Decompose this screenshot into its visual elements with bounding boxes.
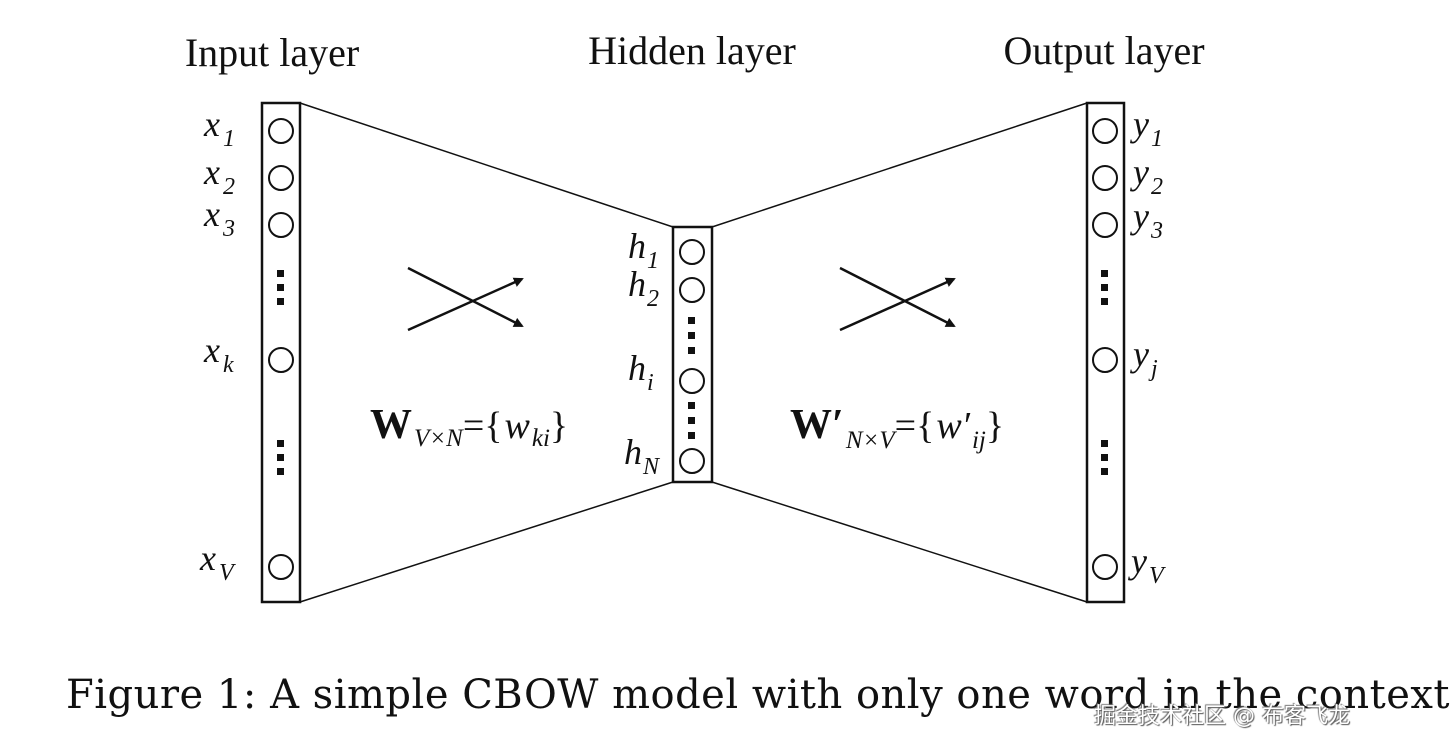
ellipsis-dot [1101,284,1108,291]
hidden-node [679,239,705,265]
hidden-ellipsis [688,317,695,439]
output-label: y2 [1130,152,1163,200]
input-layer-title: Input layer [185,30,359,75]
ellipsis-dot [1101,270,1108,277]
connector-line [711,102,1088,228]
output-label: yj [1130,334,1158,382]
output-node [1092,212,1118,238]
output-label: y3 [1130,196,1163,244]
output-weight-matrix-label: W′N×V={w′ij} [790,402,1004,454]
input-node [268,347,294,373]
arrow-icon [839,277,956,332]
connector-line [299,481,674,603]
ellipsis-dot [688,317,695,324]
ellipsis-dot [1101,454,1108,461]
ellipsis-dot [688,332,695,339]
output-layer-title: Output layer [1003,28,1204,73]
output-node [1092,347,1118,373]
ellipsis-dot [688,432,695,439]
output-node [1092,554,1118,580]
hidden-label: hi [628,348,654,396]
output-label: yV [1128,541,1166,589]
output-nodes [1092,118,1118,580]
output-ellipsis [1101,270,1108,475]
fully-connected-arrows-left [407,266,524,332]
hidden-node [679,368,705,394]
figure-caption: Figure 1: A simple CBOW model with only … [66,672,1450,718]
input-ellipsis [277,270,284,475]
watermark: 掘金技术社区 @ 布客飞龙 [1094,704,1350,729]
input-node [268,165,294,191]
ellipsis-dot [688,417,695,424]
arrow-icon [407,266,524,328]
ellipsis-dot [1101,468,1108,475]
input-node [268,554,294,580]
hidden-label: hN [624,432,661,480]
hidden-label: h1 [628,226,659,274]
hidden-layer-title: Hidden layer [588,28,796,73]
ellipsis-dot [277,270,284,277]
connector-line [711,481,1088,603]
ellipsis-dot [277,284,284,291]
ellipsis-dot [1101,298,1108,305]
input-node [268,118,294,144]
input-layer-box [260,101,302,604]
ellipsis-dot [277,440,284,447]
hidden-node [679,448,705,474]
hidden-node [679,277,705,303]
hidden-layer-box [671,225,714,484]
ellipsis-dot [688,347,695,354]
output-node [1092,165,1118,191]
arrow-icon [407,277,524,332]
input-node [268,212,294,238]
input-weight-matrix-label: WV×N={wki} [370,402,568,452]
hidden-label: h2 [628,264,659,312]
ellipsis-dot [277,454,284,461]
ellipsis-dot [1101,440,1108,447]
ellipsis-dot [277,468,284,475]
fully-connected-arrows-right [839,266,956,332]
hidden-nodes [679,239,705,474]
output-node [1092,118,1118,144]
ellipsis-dot [688,402,695,409]
output-label: y1 [1130,104,1163,152]
ellipsis-dot [277,298,284,305]
connector-line [299,102,674,228]
input-nodes [268,118,294,580]
arrow-icon [839,266,956,328]
output-layer-box [1085,101,1126,604]
